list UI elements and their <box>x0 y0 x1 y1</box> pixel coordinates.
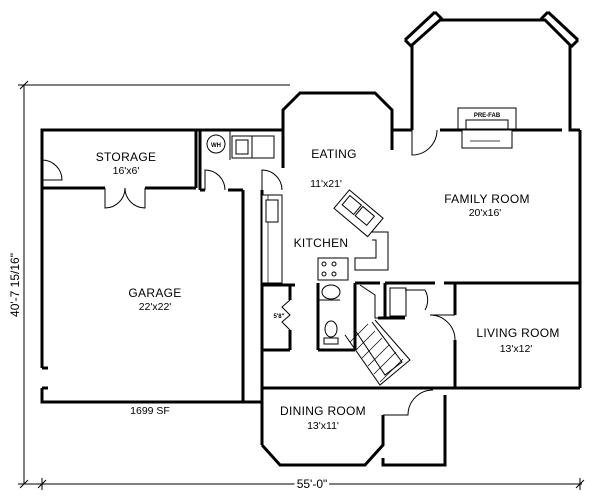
exterior-walls <box>40 18 582 467</box>
room-name-kitchen: KITCHEN <box>294 236 349 250</box>
fireplace <box>457 107 517 149</box>
kitchen-fixtures <box>261 189 389 345</box>
family-bay-detail <box>403 10 580 49</box>
room-labels: STORAGE 16'x6' EATING 11'x21' FAMILY ROO… <box>96 147 560 432</box>
room-size-storage: 16'x6' <box>113 165 140 177</box>
utility-fixtures <box>206 134 275 159</box>
room-size-dining: 13'x11' <box>307 420 339 432</box>
doors <box>41 129 456 416</box>
floor-area-label: 1699 SF <box>130 405 170 417</box>
fixture-labels: WH PRE-FAB 5'8" 1699 SF <box>130 113 501 417</box>
overall-depth-label: 40'-7 15/16" <box>8 253 22 317</box>
water-heater-label: WH <box>211 143 221 149</box>
stairs <box>344 284 411 386</box>
room-name-eating: EATING <box>311 147 357 161</box>
room-name-living: LIVING ROOM <box>476 326 559 340</box>
room-size-living: 13'x12' <box>500 343 533 355</box>
dimension-lines <box>18 80 585 490</box>
prefab-label: PRE-FAB <box>474 113 501 119</box>
room-name-storage: STORAGE <box>96 150 157 164</box>
overall-width-label: 55'-0" <box>297 477 328 491</box>
room-name-family: FAMILY ROOM <box>444 192 530 206</box>
closet-size-label: 5'8" <box>274 314 285 320</box>
room-name-garage: GARAGE <box>128 286 181 300</box>
room-size-eating: 11'x21' <box>310 178 342 190</box>
interior-walls <box>198 128 580 388</box>
room-name-dining: DINING ROOM <box>280 404 366 418</box>
room-size-garage: 22'x22' <box>139 301 172 313</box>
room-size-family: 20'x16' <box>469 207 502 219</box>
